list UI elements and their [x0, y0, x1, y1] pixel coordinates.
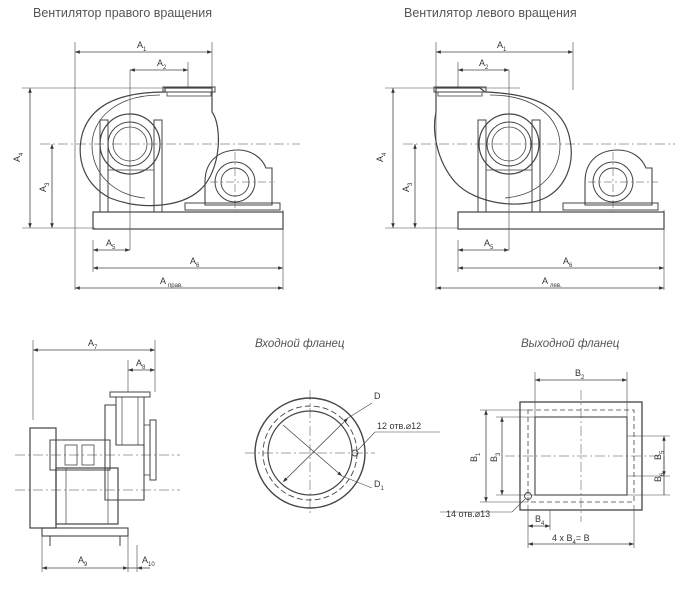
- svg-text:B2: B2: [575, 368, 585, 381]
- svg-text:A2: A2: [479, 58, 489, 71]
- outlet-flange-labels: B2 B1 B3 B5 B6 14 отв.⌀13 B4 4 x B4= B: [446, 368, 666, 546]
- svg-text:A3: A3: [38, 182, 51, 192]
- svg-text:A5: A5: [106, 238, 116, 251]
- holes-14-note: 14 отв.⌀13: [446, 509, 490, 519]
- b4-formula: 4 x B4= B: [552, 533, 590, 546]
- inlet-flange-drawing: [245, 390, 440, 516]
- title-right-rotation: Вентилятор правого вращения: [33, 6, 213, 20]
- left-rotation-fan-drawing: [385, 42, 675, 290]
- svg-text:B5: B5: [653, 450, 666, 460]
- svg-text:A1: A1: [137, 40, 147, 53]
- svg-text:A5: A5: [484, 238, 494, 251]
- title-outlet-flange: Выходной фланец: [521, 338, 620, 350]
- svg-text:B3: B3: [489, 452, 502, 462]
- svg-text:A6: A6: [190, 256, 200, 269]
- svg-text:A4: A4: [12, 152, 25, 162]
- svg-text:A2: A2: [157, 58, 167, 71]
- outlet-flange-drawing: [440, 372, 670, 548]
- svg-text:A10: A10: [142, 555, 155, 568]
- svg-text:A4: A4: [375, 152, 388, 162]
- holes-12-note: 12 отв.⌀12: [377, 421, 421, 431]
- right-rotation-fan-drawing: [22, 42, 300, 290]
- inlet-flange-labels: D D1 12 отв.⌀12: [374, 391, 421, 492]
- svg-text:B6: B6: [653, 472, 666, 482]
- svg-text:B4: B4: [535, 514, 545, 527]
- title-left-rotation: Вентилятор левого вращения: [404, 6, 577, 20]
- svg-text:D: D: [374, 391, 381, 401]
- svg-text:A6: A6: [563, 256, 573, 269]
- svg-text:A7: A7: [88, 338, 98, 351]
- svg-text:A9: A9: [78, 555, 88, 568]
- svg-text:B1: B1: [469, 452, 482, 462]
- svg-text:A8: A8: [136, 358, 146, 371]
- side-view-drawing: [15, 340, 180, 572]
- svg-text:A1: A1: [497, 40, 507, 53]
- side-view-dimension-labels: A7 A8 A9 A10: [78, 338, 155, 568]
- title-inlet-flange: Входной фланец: [255, 338, 345, 350]
- svg-text:D1: D1: [374, 479, 385, 492]
- svg-text:A3: A3: [401, 182, 414, 192]
